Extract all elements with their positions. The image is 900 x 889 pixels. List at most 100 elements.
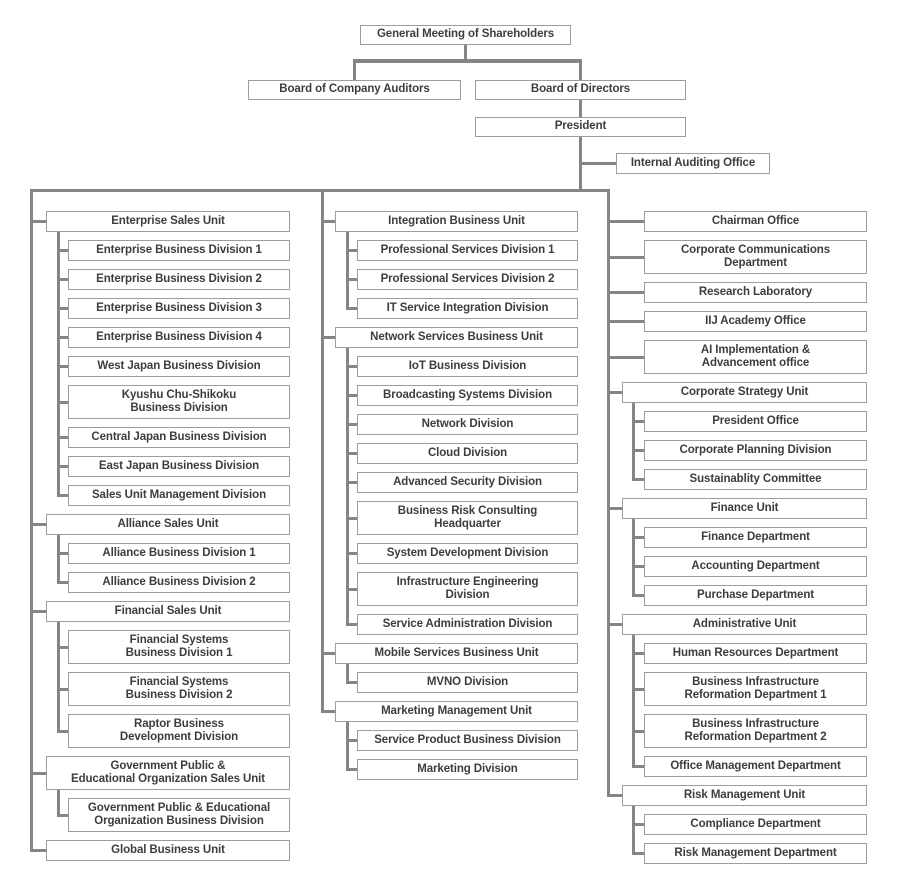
node-president-office: President Office — [644, 411, 867, 432]
connector-line — [57, 621, 60, 733]
connector-line — [57, 552, 68, 555]
connector-line — [464, 45, 467, 60]
connector-line — [346, 249, 357, 252]
connector-line — [607, 256, 644, 259]
connector-line — [57, 534, 60, 584]
connector-line — [607, 356, 644, 359]
connector-line — [346, 739, 357, 742]
node-alliance-business-division-1: Alliance Business Division 1 — [68, 543, 290, 564]
node-government-public-educational-organization-business-division: Government Public & Educational Organiza… — [68, 798, 290, 832]
connector-line — [632, 634, 635, 768]
node-mvno-division: MVNO Division — [357, 672, 578, 693]
node-board-of-company-auditors: Board of Company Auditors — [248, 80, 461, 100]
node-sustainablity-committee: Sustainablity Committee — [644, 469, 867, 490]
node-infrastructure-engineering-division: Infrastructure Engineering Division — [357, 572, 578, 606]
node-it-service-integration-division: IT Service Integration Division — [357, 298, 578, 319]
node-label: Infrastructure Engineering Division — [396, 575, 539, 602]
connector-line — [579, 162, 616, 165]
node-label: Enterprise Sales Unit — [111, 214, 225, 227]
connector-line — [57, 436, 68, 439]
connector-line — [346, 307, 357, 310]
node-label: Broadcasting Systems Division — [382, 388, 553, 401]
node-office-management-department: Office Management Department — [644, 756, 867, 777]
connector-line — [30, 189, 610, 192]
node-label: IoT Business Division — [408, 359, 527, 372]
connector-line — [57, 401, 68, 404]
connector-line — [632, 852, 644, 855]
node-label: Board of Company Auditors — [279, 83, 430, 96]
node-label: Administrative Unit — [692, 617, 797, 630]
node-purchase-department: Purchase Department — [644, 585, 867, 606]
connector-line — [321, 710, 335, 713]
node-label: Risk Management Unit — [683, 788, 806, 801]
connector-line — [346, 588, 357, 591]
node-label: Business Infrastructure Reformation Depa… — [684, 675, 827, 702]
node-label: Integration Business Unit — [388, 214, 525, 227]
node-enterprise-business-division-3: Enterprise Business Division 3 — [68, 298, 290, 319]
node-financial-systems-business-division-2: Financial Systems Business Division 2 — [68, 672, 290, 706]
connector-line — [346, 452, 357, 455]
node-finance-unit: Finance Unit — [622, 498, 867, 519]
node-risk-management-department: Risk Management Department — [644, 843, 867, 864]
node-label: Board of Directors — [530, 83, 631, 96]
connector-line — [30, 610, 46, 613]
node-label: MVNO Division — [426, 675, 509, 688]
node-label: Government Public & Educational Organiza… — [87, 801, 271, 828]
connector-line — [346, 623, 357, 626]
node-corporate-strategy-unit: Corporate Strategy Unit — [622, 382, 867, 403]
node-network-services-business-unit: Network Services Business Unit — [335, 327, 578, 348]
node-network-division: Network Division — [357, 414, 578, 435]
connector-line — [579, 59, 582, 80]
node-label: President — [554, 120, 607, 133]
node-label: Marketing Division — [417, 762, 518, 775]
connector-line — [607, 320, 644, 323]
node-label: Corporate Strategy Unit — [680, 385, 809, 398]
connector-line — [346, 721, 349, 771]
node-mobile-services-business-unit: Mobile Services Business Unit — [335, 643, 578, 664]
node-alliance-sales-unit: Alliance Sales Unit — [46, 514, 290, 535]
node-label: Network Services Business Unit — [370, 330, 543, 343]
connector-line — [57, 231, 60, 497]
connector-line — [57, 336, 68, 339]
node-central-japan-business-division: Central Japan Business Division — [68, 427, 290, 448]
connector-line — [57, 814, 68, 817]
connector-line — [57, 494, 68, 497]
node-label: Risk Management Department — [674, 846, 837, 859]
connector-line — [353, 59, 356, 80]
connector-line — [632, 730, 644, 733]
node-label: Marketing Management Unit — [381, 704, 532, 717]
connector-line — [353, 59, 582, 63]
node-label: Alliance Sales Unit — [117, 517, 219, 530]
node-label: Business Risk Consulting Headquarter — [397, 504, 538, 531]
connector-line — [30, 189, 33, 852]
connector-line — [57, 789, 60, 817]
node-label: Chairman Office — [711, 214, 800, 227]
connector-line — [57, 307, 68, 310]
connector-line — [607, 391, 622, 394]
node-label: Financial Sales Unit — [114, 604, 222, 617]
node-board-of-directors: Board of Directors — [475, 80, 686, 100]
connector-line — [57, 646, 68, 649]
node-marketing-management-unit: Marketing Management Unit — [335, 701, 578, 722]
node-chairman-office: Chairman Office — [644, 211, 867, 232]
connector-line — [346, 481, 357, 484]
connector-line — [57, 688, 68, 691]
node-label: West Japan Business Division — [97, 359, 261, 372]
node-enterprise-sales-unit: Enterprise Sales Unit — [46, 211, 290, 232]
node-label: Professional Services Division 1 — [380, 243, 555, 256]
node-business-risk-consulting-headquarter: Business Risk Consulting Headquarter — [357, 501, 578, 535]
node-ai-implementation-advancement-office: AI Implementation & Advancement office — [644, 340, 867, 374]
node-business-infrastructure-reformation-department-1: Business Infrastructure Reformation Depa… — [644, 672, 867, 706]
node-risk-management-unit: Risk Management Unit — [622, 785, 867, 806]
node-compliance-department: Compliance Department — [644, 814, 867, 835]
node-label: Central Japan Business Division — [91, 430, 267, 443]
connector-line — [57, 249, 68, 252]
connector-line — [579, 100, 582, 117]
connector-line — [632, 594, 644, 597]
node-human-resources-department: Human Resources Department — [644, 643, 867, 664]
node-label: Government Public & Educational Organiza… — [71, 759, 265, 786]
node-label: East Japan Business Division — [98, 459, 260, 472]
node-label: Research Laboratory — [698, 285, 813, 298]
connector-line — [30, 849, 46, 852]
